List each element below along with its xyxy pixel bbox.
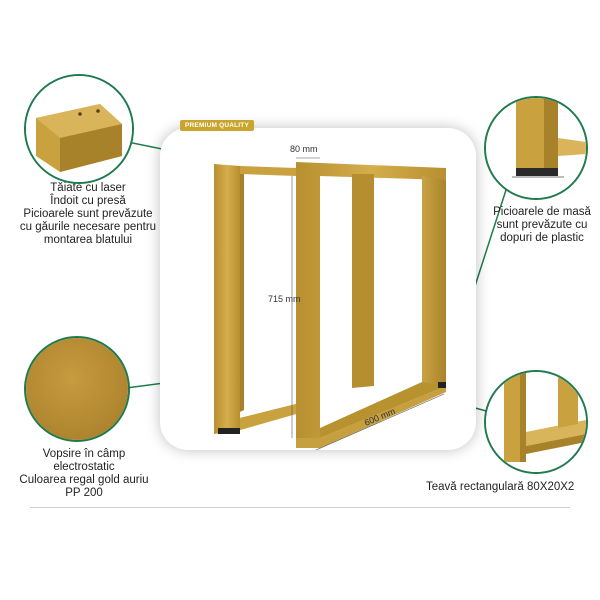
caption-line: Teavă rectangulară 80X20X2 [426, 481, 575, 493]
plastic-plug-detail-image [486, 98, 586, 198]
caption-line: electrostatic [53, 461, 115, 473]
caption-line: Picioarele sunt prevăzute [23, 208, 153, 220]
back-leg-frame [214, 164, 296, 434]
caption-plastic-plug: Picioarele de masă sunt prevăzute cu dop… [484, 206, 600, 245]
product-image-card: 80 mm 715 mm 600 mm [160, 128, 476, 450]
caption-line: Culoarea regal gold auriu [19, 474, 149, 486]
caption-line: sunt prevăzute cu [496, 219, 588, 231]
caption-rectangular-tube: Teavă rectangulară 80X20X2 [426, 481, 596, 494]
table-leg-illustration: 80 mm 715 mm 600 mm [214, 144, 446, 450]
detail-circle-rectangular-tube [484, 370, 588, 474]
laser-cut-detail-image [26, 76, 132, 182]
caption-paint-finish: Vopsire în câmp electrostatic Culoarea r… [4, 448, 164, 500]
front-leg-frame [296, 162, 446, 448]
detail-circle-paint-finish [24, 336, 130, 442]
dimension-width-label: 80 mm [290, 144, 318, 154]
bottom-divider [30, 507, 570, 508]
caption-line: Tăiate cu laser [50, 182, 126, 194]
caption-line: Picioarele de masă [493, 206, 591, 218]
caption-laser-cut: Tăiate cu laser Îndoit cu presă Picioare… [2, 182, 174, 247]
paint-finish-swatch [26, 338, 128, 440]
caption-line: Îndoit cu presă [50, 195, 126, 207]
dimension-height-label: 715 mm [268, 294, 301, 304]
dimension-width-marker: 80 mm [290, 144, 320, 159]
premium-quality-badge: PREMIUM QUALITY [180, 120, 254, 131]
caption-line: Vopsire în câmp [42, 448, 126, 460]
rectangular-tube-detail-image [486, 372, 586, 472]
detail-circle-laser-cut [24, 74, 134, 184]
dimension-height-marker: 715 mm [268, 176, 301, 438]
caption-line: PP 200 [65, 487, 103, 499]
detail-circle-plastic-plug [484, 96, 588, 200]
caption-line: cu găurile necesare pentru [19, 221, 157, 233]
caption-line: montarea blatului [43, 234, 133, 246]
caption-line: dopuri de plastic [500, 232, 584, 244]
